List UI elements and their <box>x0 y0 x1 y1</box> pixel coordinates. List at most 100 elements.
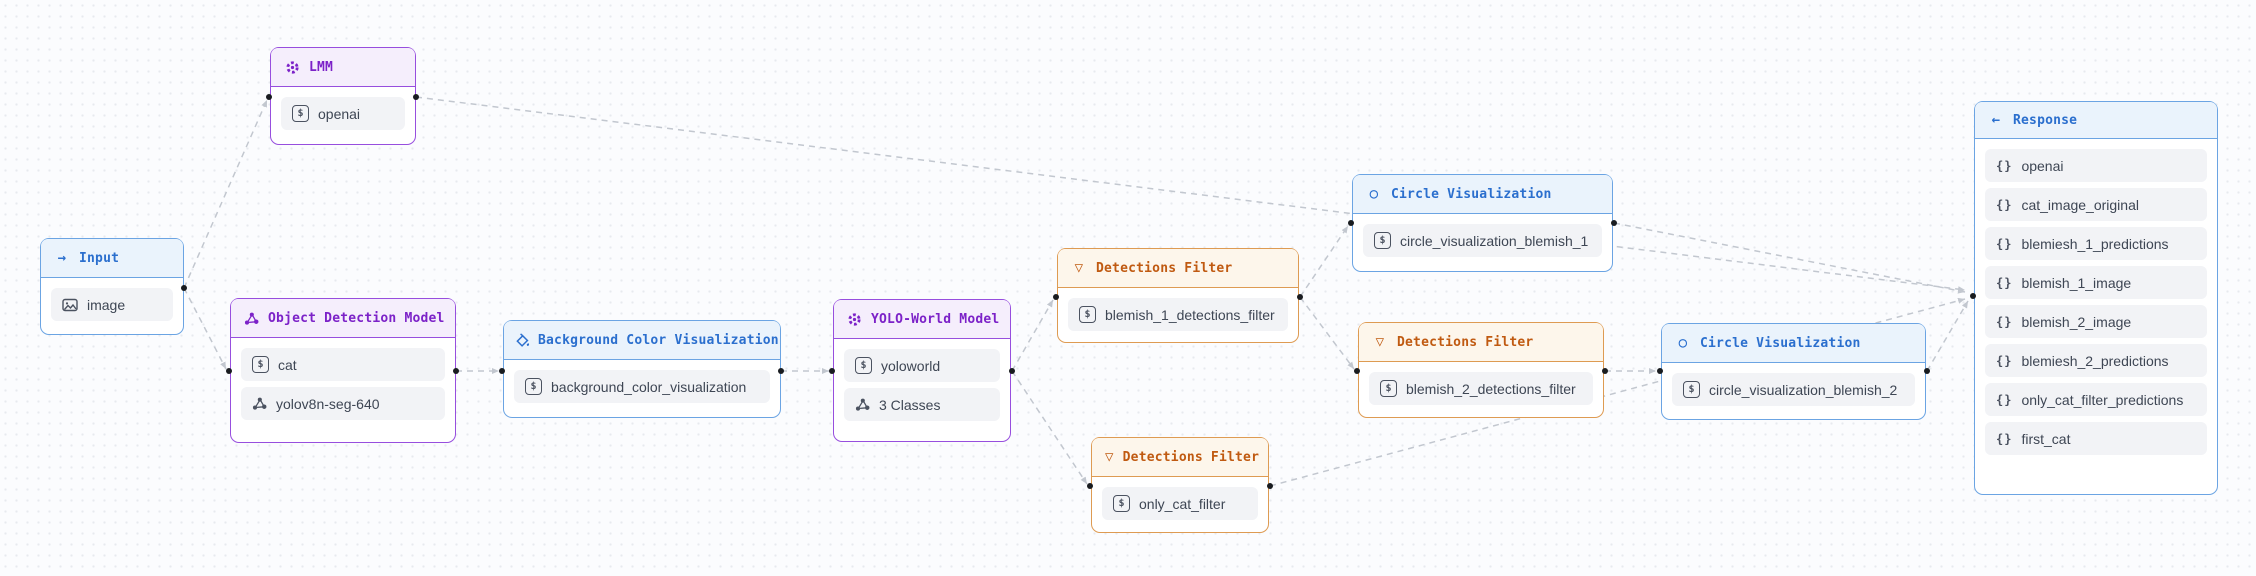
node-background-color-visualization[interactable]: Background Color Visualization $ backgro… <box>503 320 781 418</box>
braces-icon: {} <box>1996 392 2013 407</box>
circle-icon: ○ <box>1369 186 1379 202</box>
param-row[interactable]: $ circle_visualization_blemish_1 <box>1363 224 1602 257</box>
param-label: background_color_visualization <box>551 378 747 395</box>
gear-icon <box>847 312 862 327</box>
molecule-icon <box>855 397 870 412</box>
node-detections-filter-blemish-1[interactable]: ▽ Detections Filter $ blemish_1_detectio… <box>1057 248 1299 343</box>
output-row[interactable]: {} blemiesh_1_predictions <box>1985 227 2207 260</box>
node-title: LMM <box>309 59 334 75</box>
braces-icon: {} <box>1996 314 2013 329</box>
parameter-icon: $ <box>1374 232 1391 249</box>
parameter-icon: $ <box>1380 380 1397 397</box>
param-label: openai <box>318 105 361 122</box>
edge-df1-df2 <box>1299 296 1355 370</box>
param-row[interactable]: $ openai <box>281 97 405 130</box>
output-row[interactable]: {} blemiesh_2_predictions <box>1985 344 2207 377</box>
node-header: ▽ Detections Filter <box>1359 323 1603 362</box>
node-header: LMM <box>271 48 415 87</box>
node-yolo-world-model[interactable]: YOLO-World Model $ yoloworld 3 Classes <box>833 299 1011 442</box>
output-row[interactable]: {} blemish_2_image <box>1985 305 2207 338</box>
output-row[interactable]: {} cat_image_original <box>1985 188 2207 221</box>
node-response[interactable]: ← Response {} openai {} cat_image_origin… <box>1974 101 2218 495</box>
node-header: YOLO-World Model <box>834 300 1010 339</box>
param-row[interactable]: $ background_color_visualization <box>514 370 770 403</box>
param-label: cat <box>278 356 297 373</box>
output-row[interactable]: {} only_cat_filter_predictions <box>1985 383 2207 416</box>
parameter-icon: $ <box>1683 381 1700 398</box>
edge-yolo-df1 <box>1011 299 1054 372</box>
node-title: YOLO-World Model <box>871 311 1000 327</box>
output-label: blemish_2_image <box>2021 313 2132 330</box>
edge-yolo-ocf <box>1011 370 1088 485</box>
param-label: 3 Classes <box>879 396 941 413</box>
output-row[interactable]: {} blemish_1_image <box>1985 266 2207 299</box>
param-row[interactable]: $ blemish_2_detections_filter <box>1369 372 1593 405</box>
parameter-icon: $ <box>525 378 542 395</box>
molecule-icon <box>244 311 259 326</box>
node-circle-visualization-blemish-2[interactable]: ○ Circle Visualization $ circle_visualiz… <box>1661 323 1926 420</box>
node-header: ▽ Detections Filter <box>1058 249 1298 288</box>
node-input[interactable]: → Input image <box>40 238 184 335</box>
param-row[interactable]: image <box>51 288 173 321</box>
output-row[interactable]: {} first_cat <box>1985 422 2207 455</box>
funnel-icon: ▽ <box>1105 449 1114 465</box>
output-label: first_cat <box>2021 430 2071 447</box>
node-object-detection-model[interactable]: Object Detection Model $ cat yolov8n-seg… <box>230 298 456 443</box>
edge-lmm-response <box>415 96 1966 293</box>
edge-df1-cv1 <box>1299 225 1349 298</box>
node-title: Response <box>2013 112 2078 128</box>
node-title: Object Detection Model <box>268 310 445 326</box>
param-row[interactable]: yolov8n-seg-640 <box>241 387 445 420</box>
node-circle-visualization-blemish-1[interactable]: ○ Circle Visualization $ circle_visualiz… <box>1352 174 1613 272</box>
param-row[interactable]: $ yoloworld <box>844 349 1000 382</box>
image-icon <box>62 298 78 312</box>
node-title: Input <box>79 250 120 266</box>
braces-icon: {} <box>1996 197 2013 212</box>
arrow-left-icon: ← <box>1991 112 2001 128</box>
braces-icon: {} <box>1996 275 2013 290</box>
node-detections-filter-only-cat[interactable]: ▽ Detections Filter $ only_cat_filter <box>1091 437 1269 533</box>
output-label: blemish_1_image <box>2021 274 2132 291</box>
node-title: Detections Filter <box>1096 260 1233 276</box>
param-row[interactable]: $ cat <box>241 348 445 381</box>
braces-icon: {} <box>1996 158 2013 173</box>
paint-bucket-icon <box>515 332 530 348</box>
parameter-icon: $ <box>252 356 269 373</box>
braces-icon: {} <box>1996 236 2013 251</box>
output-label: cat_image_original <box>2021 196 2139 213</box>
edge-input-lmm <box>183 99 268 289</box>
param-row[interactable]: 3 Classes <box>844 388 1000 421</box>
parameter-icon: $ <box>1113 495 1130 512</box>
node-title: Detections Filter <box>1397 334 1534 350</box>
param-label: circle_visualization_blemish_1 <box>1400 232 1589 249</box>
output-label: blemiesh_1_predictions <box>2021 235 2169 252</box>
param-label: image <box>87 296 126 313</box>
parameter-icon: $ <box>1079 306 1096 323</box>
node-title: Circle Visualization <box>1391 186 1552 202</box>
funnel-icon: ▽ <box>1375 334 1385 350</box>
node-lmm[interactable]: LMM $ openai <box>270 47 416 145</box>
param-label: blemish_1_detections_filter <box>1105 306 1275 323</box>
node-header: Background Color Visualization <box>504 321 780 360</box>
braces-icon: {} <box>1996 431 2013 446</box>
node-title: Detections Filter <box>1122 449 1260 465</box>
output-row[interactable]: {} openai <box>1985 149 2207 182</box>
node-detections-filter-blemish-2[interactable]: ▽ Detections Filter $ blemish_2_detectio… <box>1358 322 1604 418</box>
param-row[interactable]: $ only_cat_filter <box>1102 487 1258 520</box>
output-label: openai <box>2021 157 2064 174</box>
parameter-icon: $ <box>292 105 309 122</box>
node-title: Background Color Visualization <box>538 332 779 348</box>
output-label: blemiesh_2_predictions <box>2021 352 2169 369</box>
param-row[interactable]: $ circle_visualization_blemish_2 <box>1672 373 1915 406</box>
param-label: only_cat_filter <box>1139 495 1226 512</box>
node-title: Circle Visualization <box>1700 335 1861 351</box>
funnel-icon: ▽ <box>1074 260 1084 276</box>
node-header: ▽ Detections Filter <box>1092 438 1268 477</box>
node-header: → Input <box>41 239 183 278</box>
param-row[interactable]: $ blemish_1_detections_filter <box>1068 298 1288 331</box>
param-label: yolov8n-seg-640 <box>276 395 380 412</box>
param-label: circle_visualization_blemish_2 <box>1709 381 1898 398</box>
output-label: only_cat_filter_predictions <box>2021 391 2184 408</box>
node-header: ○ Circle Visualization <box>1662 324 1925 363</box>
